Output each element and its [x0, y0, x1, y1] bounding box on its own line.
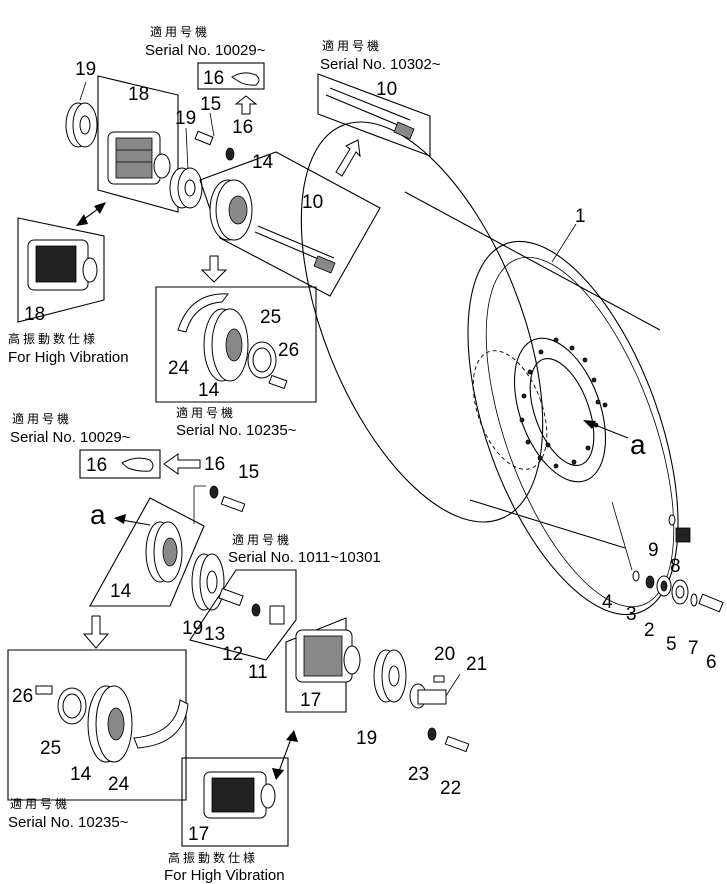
label-part-19c: 19	[182, 618, 203, 639]
caption-serial-10029-mid-en: Serial No. 10029~	[10, 429, 131, 446]
label-part-26b: 26	[12, 686, 33, 707]
label-part-17b: 17	[188, 824, 209, 845]
caption-serial-1011-en: Serial No. 1011~10301	[228, 549, 381, 566]
label-part-18b: 18	[24, 304, 45, 325]
caption-high-vib-top-en: For High Vibration	[8, 349, 129, 366]
caption-high-vib-bot-jp: 高振動数仕様	[168, 850, 258, 865]
label-part-1: 1	[575, 206, 586, 227]
label-part-3: 3	[626, 604, 637, 625]
label-part-14d: 14	[70, 764, 92, 785]
label-part-20: 20	[434, 644, 455, 665]
caption-serial-10029-mid-jp: 適用号機	[12, 411, 72, 426]
label-part-19d: 19	[356, 728, 377, 749]
caption-serial-10235-bot-en: Serial No. 10235~	[8, 814, 129, 831]
label-part-17a: 17	[300, 690, 321, 711]
label-part-16a: 16	[203, 68, 224, 89]
caption-serial-10029-top-jp: 適用号機	[150, 24, 210, 39]
label-part-5: 5	[666, 634, 677, 655]
label-part-24a: 24	[168, 358, 190, 379]
label-part-23: 23	[408, 764, 429, 785]
label-part-9: 9	[648, 540, 659, 561]
label-part-6: 6	[706, 652, 717, 673]
label-part-7: 7	[688, 638, 699, 659]
label-part-12: 12	[222, 644, 243, 665]
label-part-19b: 19	[175, 108, 196, 129]
label-part-14c: 14	[110, 581, 132, 602]
label-view-a-right: a	[630, 429, 646, 460]
caption-serial-10235-mid-jp: 適用号機	[176, 405, 236, 420]
caption-serial-10235-bot-jp: 適用号機	[10, 796, 70, 811]
caption-high-vib-bot-en: For High Vibration	[164, 867, 285, 884]
caption-serial-10302-jp: 適用号機	[322, 38, 382, 53]
label-part-11: 11	[248, 662, 268, 683]
label-part-24b: 24	[108, 774, 130, 795]
label-part-16b: 16	[232, 117, 253, 138]
caption-serial-1011-jp: 適用号機	[232, 532, 292, 547]
label-part-13: 13	[204, 624, 225, 645]
drum	[300, 121, 679, 616]
label-part-10a: 10	[376, 79, 397, 100]
label-part-15a: 15	[200, 94, 221, 115]
label-part-14b: 14	[198, 380, 220, 401]
label-part-4: 4	[602, 592, 613, 613]
label-part-25a: 25	[260, 307, 281, 328]
label-part-15b: 15	[238, 462, 259, 483]
label-part-10b: 10	[302, 192, 323, 213]
label-part-26a: 26	[278, 340, 299, 361]
caption-high-vib-top-jp: 高振動数仕様	[8, 331, 98, 346]
label-part-25b: 25	[40, 738, 61, 759]
caption-serial-10302-en: Serial No. 10302~	[320, 56, 441, 73]
label-part-21: 21	[466, 654, 487, 675]
label-view-a-left: a	[90, 499, 106, 530]
caption-serial-10235-mid-en: Serial No. 10235~	[176, 422, 297, 439]
label-part-14a: 14	[252, 152, 274, 173]
label-part-16d: 16	[204, 454, 225, 475]
label-part-2: 2	[644, 620, 655, 641]
label-part-19a: 19	[75, 59, 96, 80]
caption-serial-10029-top-en: Serial No. 10029~	[145, 42, 266, 59]
label-part-8: 8	[670, 556, 681, 577]
label-part-22: 22	[440, 778, 461, 799]
label-part-16c: 16	[86, 455, 107, 476]
label-part-18a: 18	[128, 84, 149, 105]
